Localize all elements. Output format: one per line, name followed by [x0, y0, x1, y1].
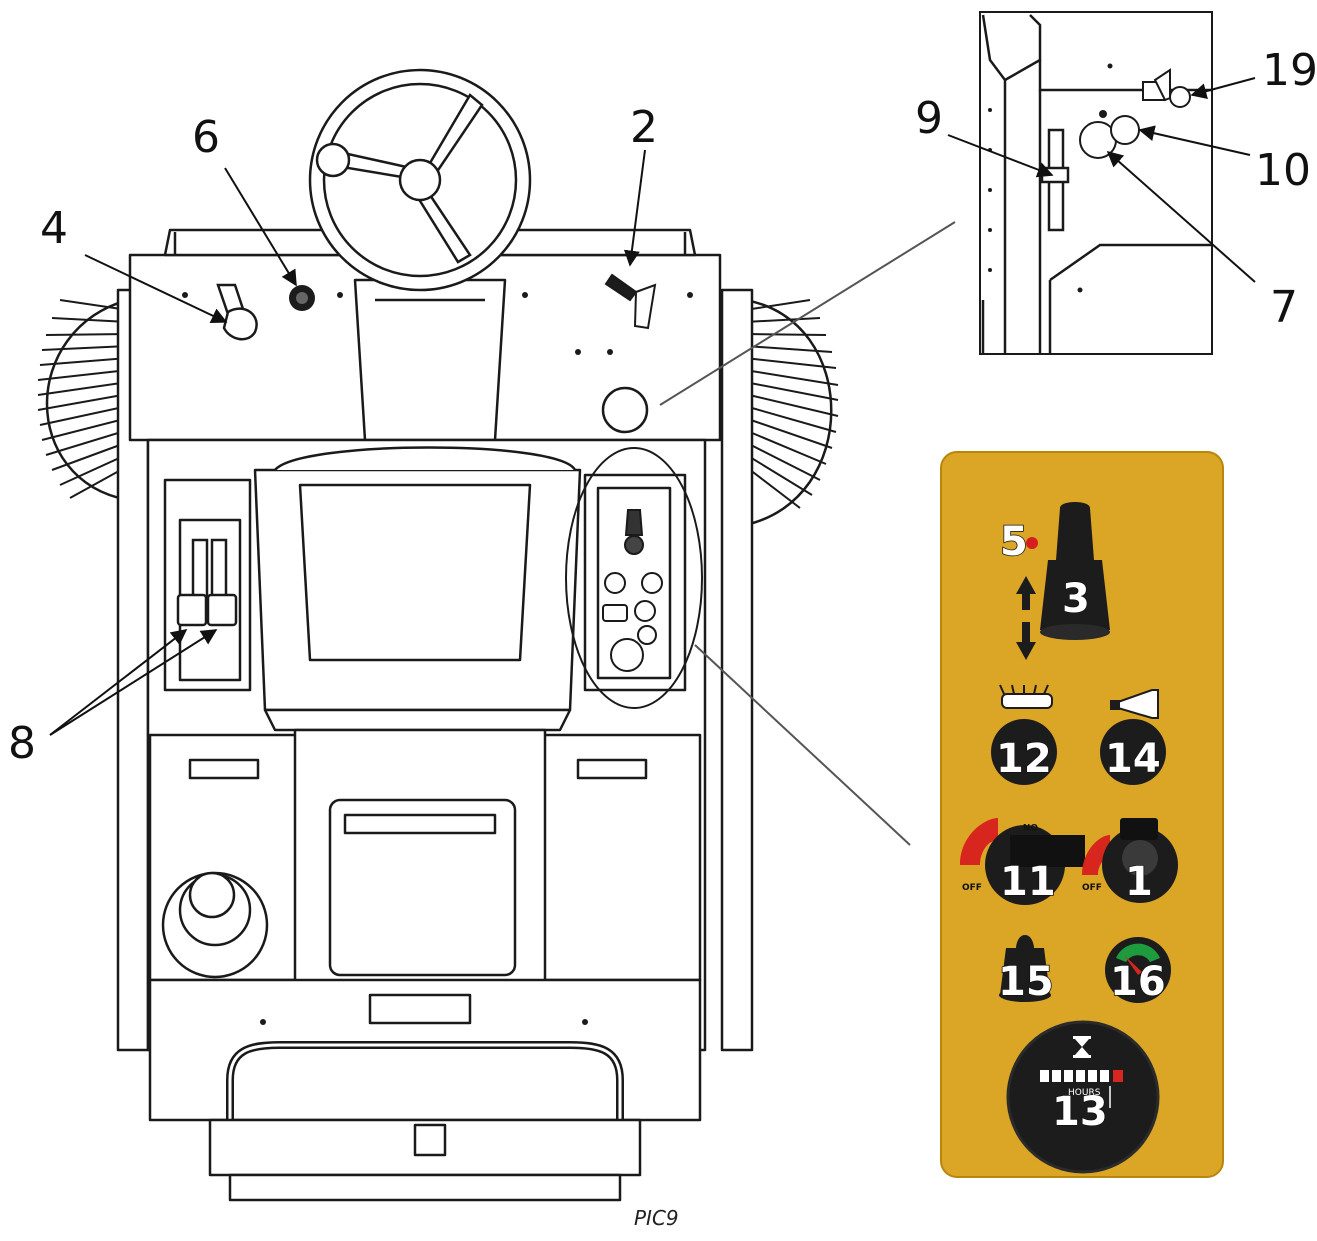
hour-meter	[1006, 1020, 1160, 1174]
lamp-icon	[999, 935, 1051, 1002]
callout-7: 7	[1270, 282, 1298, 333]
callout-19: 19	[1262, 45, 1317, 96]
callout-9: 9	[915, 93, 943, 144]
knob-14	[1100, 719, 1166, 785]
leader-10	[1138, 125, 1251, 156]
panel-label-13: 13	[1052, 1089, 1108, 1135]
callout-2: 2	[630, 102, 658, 153]
panel-label-16: 16	[1110, 959, 1166, 1005]
leader-ellipse-to-panel	[694, 644, 911, 846]
leader-9	[947, 134, 1054, 178]
switch-11	[960, 818, 1085, 905]
panel-label-14: 14	[1105, 736, 1161, 782]
leader-top-to-inset	[659, 221, 956, 406]
callout-8: 8	[8, 718, 36, 769]
plug-19	[1142, 68, 1191, 108]
leader-lines	[49, 77, 1256, 736]
callout-4: 4	[40, 203, 68, 254]
pedals-8	[176, 538, 238, 627]
detail-inset	[979, 11, 1213, 355]
panel-label-12: 12	[996, 736, 1052, 782]
steering-wheel	[308, 68, 532, 292]
indicator-led-5	[1026, 537, 1038, 549]
hourglass-icon	[1073, 1036, 1091, 1058]
joystick-3	[1040, 502, 1110, 640]
right-box-controls	[602, 509, 663, 672]
battery-gauge-icon	[1105, 937, 1171, 1003]
figure-caption: PIC9	[634, 1206, 679, 1230]
zoom-ellipse	[565, 447, 703, 709]
panel-label-5: 5	[1000, 519, 1028, 565]
control-panel	[940, 451, 1224, 1178]
direction-arrows	[1016, 576, 1036, 660]
lever-4	[216, 283, 258, 341]
leader-8a	[49, 629, 188, 736]
switch-off-right-text: OFF	[1082, 883, 1102, 893]
leader-8b	[49, 629, 218, 736]
horn-icon	[1110, 689, 1159, 719]
leader-7	[1106, 150, 1256, 283]
right-side-brush	[743, 298, 839, 527]
machine-body	[116, 228, 754, 1202]
leader-2	[623, 149, 646, 267]
switch-off-left-text: OFF	[962, 883, 982, 893]
knob-6	[289, 285, 315, 311]
leader-4	[84, 254, 228, 324]
key-switch-1	[1082, 818, 1178, 903]
callout-10: 10	[1255, 145, 1311, 196]
hour-meter-text: HOURS	[1068, 1088, 1101, 1098]
leader-19	[1190, 77, 1256, 99]
brush-icon	[999, 684, 1053, 709]
panel-label-15: 15	[998, 959, 1054, 1005]
panel-label-3: 3	[1062, 576, 1090, 622]
switch-on-text: ON	[1023, 821, 1038, 831]
knob-12	[991, 719, 1057, 785]
lever-2	[604, 273, 657, 330]
panel-label-11: 11	[1000, 859, 1056, 905]
left-side-brush	[37, 298, 130, 502]
knob-10	[1110, 115, 1140, 145]
leader-6	[224, 167, 297, 287]
callout-6: 6	[192, 112, 220, 163]
panel-label-1: 1	[1125, 859, 1153, 905]
